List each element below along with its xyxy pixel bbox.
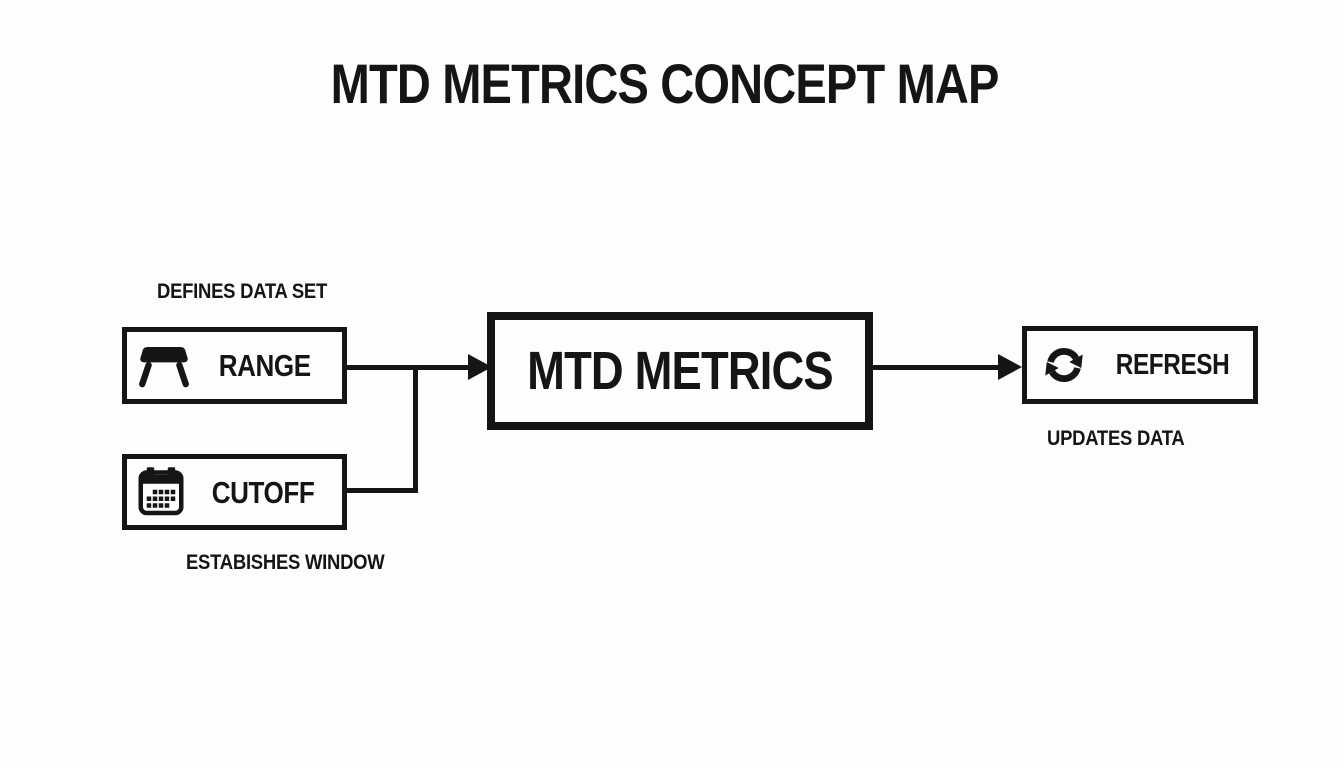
refresh-annotation: UPDATES DATA [1047, 427, 1185, 450]
edge-cutoff-mtd [345, 488, 418, 493]
node-range: RANGE [122, 327, 347, 404]
range-annotation: DEFINES DATA SET [157, 280, 327, 303]
node-range-label: RANGE [219, 348, 311, 383]
node-cutoff-label: CUTOFF [211, 474, 315, 510]
calendar-icon [137, 467, 185, 517]
edge-range-mtd [345, 365, 470, 370]
node-refresh-label: REFRESH [1115, 348, 1230, 381]
edge-cutoff-joint [413, 365, 418, 493]
node-refresh: REFRESH [1022, 326, 1258, 404]
page-title: MTD METRICS CONCEPT MAP [0, 56, 1330, 112]
arrowhead-icon [998, 354, 1022, 380]
page-title-text: MTD METRICS CONCEPT MAP [331, 52, 1000, 115]
table-icon [135, 343, 193, 389]
refresh-icon [1040, 341, 1088, 389]
node-mtd-metrics: MTD METRICS [487, 312, 873, 430]
node-cutoff: CUTOFF [122, 454, 347, 530]
node-mtd-metrics-label: MTD METRICS [527, 341, 834, 401]
edge-mtd-refresh [873, 365, 998, 370]
cutoff-annotation: ESTABISHES WINDOW [186, 551, 385, 574]
